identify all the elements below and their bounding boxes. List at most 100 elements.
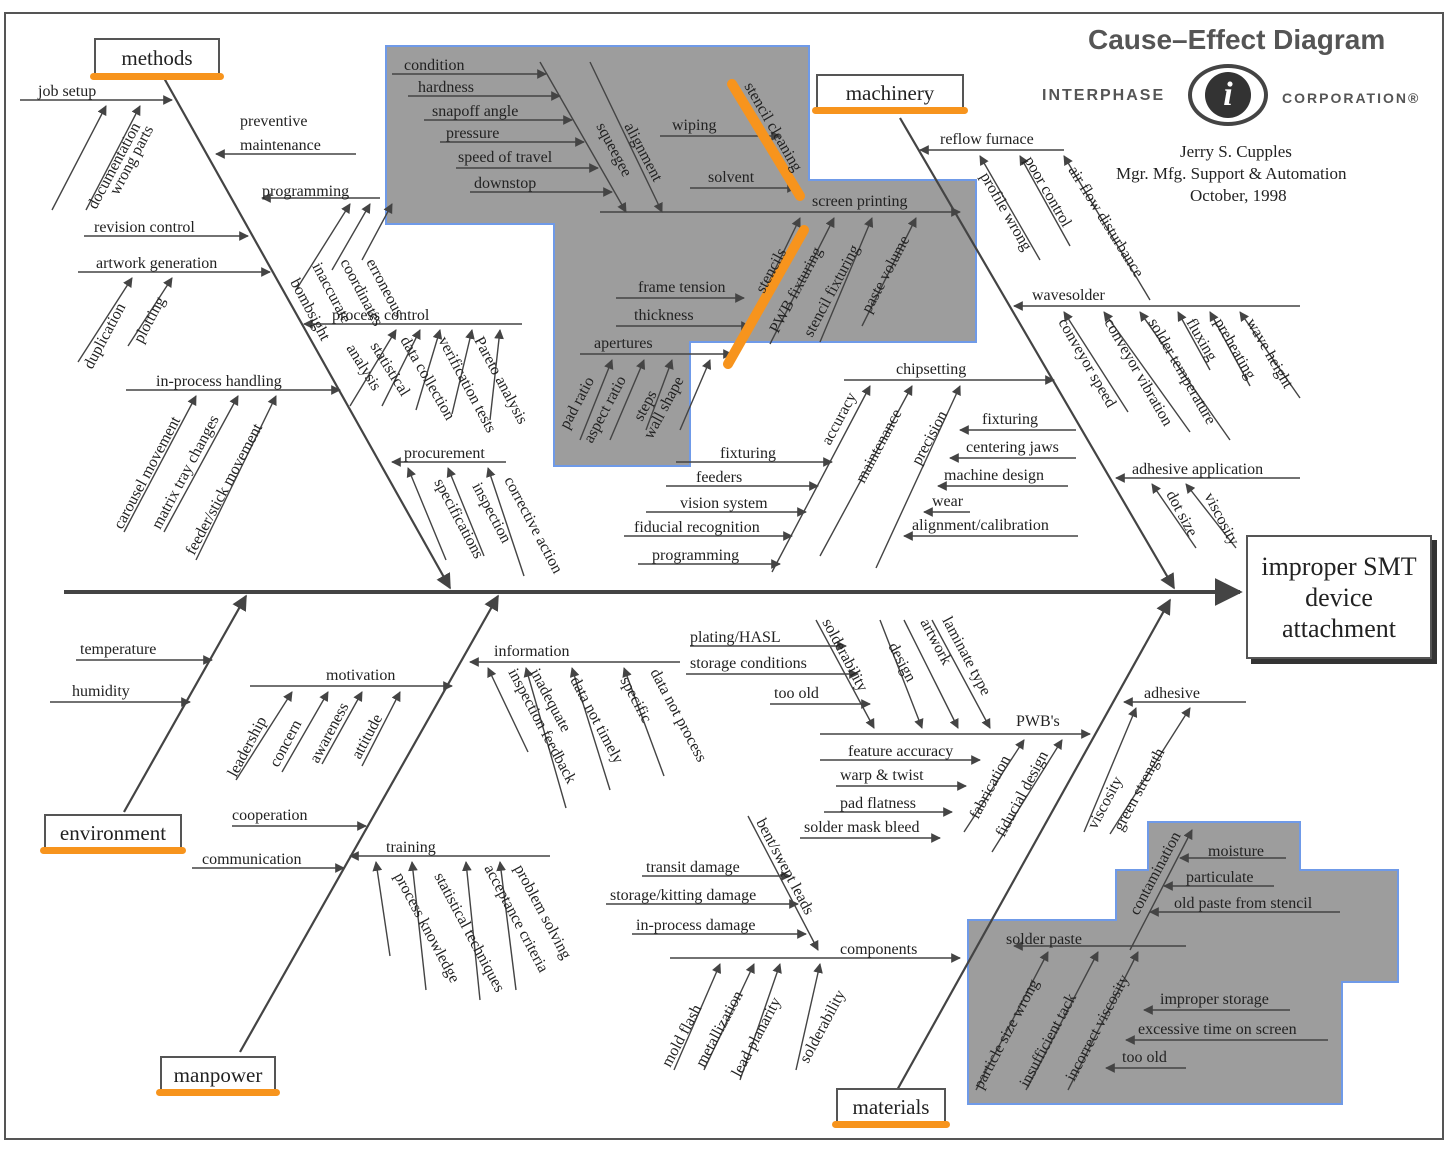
- cause-label-51: reflow furnace: [940, 131, 1034, 148]
- cause-label-5: programming: [262, 183, 349, 200]
- cause-label-31: pressure: [446, 125, 499, 142]
- cause-label-99: plating/HASL: [690, 629, 781, 646]
- cause-label-3: preventive: [240, 113, 308, 130]
- diagram-title: Cause–Effect Diagram: [1088, 24, 1386, 55]
- cause-label-65: precision: [909, 408, 952, 468]
- cause-label-88: training: [386, 839, 436, 856]
- cause-label-76: adhesive application: [1132, 461, 1263, 478]
- category-environment: environment: [40, 814, 186, 854]
- company-name-left: INTERPHASE: [1042, 87, 1166, 104]
- cause-label-93: information: [494, 643, 570, 660]
- cause-label-30: snapoff angle: [432, 103, 518, 120]
- cause-label-29: hardness: [418, 79, 474, 96]
- cause-label-117: storage/kitting damage: [610, 887, 756, 904]
- cause-label-72: feeders: [696, 469, 742, 486]
- effect-line-2: device: [1305, 583, 1373, 612]
- cause-label-85: attitude: [349, 712, 387, 762]
- shaded-region-solder-paste: [967, 821, 1399, 1105]
- cause-label-28: condition: [404, 57, 464, 74]
- cause-label-61: wave height: [1243, 316, 1297, 392]
- cause-label-101: too old: [774, 685, 819, 702]
- cause-label-135: too old: [1122, 1049, 1167, 1066]
- cause-label-32: speed of travel: [458, 149, 553, 166]
- cause-label-27: corrective action: [500, 474, 565, 576]
- cause-label-36: wiping: [672, 117, 716, 134]
- author-name: Jerry S. Cupples: [1180, 142, 1292, 161]
- interphase-logo: i: [1188, 64, 1268, 126]
- cause-label-133: improper storage: [1160, 991, 1269, 1008]
- cause-label-87: communication: [202, 851, 302, 868]
- cause-label-68: machine design: [944, 467, 1044, 484]
- cause-label-69: wear: [932, 493, 964, 510]
- shaded-region-screen-printing: [385, 45, 977, 467]
- cause-label-81: motivation: [326, 667, 395, 684]
- cause-label-118: in-process damage: [636, 917, 756, 934]
- cause-label-52: profile wrong: [977, 170, 1035, 254]
- cause-label-11: artwork generation: [96, 255, 217, 272]
- cause-label-75: programming: [652, 547, 739, 564]
- cause-label-78: viscosity: [1200, 490, 1242, 548]
- cause-label-24: procurement: [404, 445, 485, 462]
- cause-label-70: alignment/calibration: [912, 517, 1049, 534]
- cause-label-66: fixturing: [982, 411, 1038, 428]
- cause-label-107: feature accuracy: [848, 743, 953, 760]
- cause-label-73: vision system: [680, 495, 768, 512]
- cause-label-126: moisture: [1208, 843, 1264, 860]
- cause-label-96: data not timely: [566, 674, 626, 767]
- cause-label-110: solder mask bleed: [804, 819, 920, 836]
- cause-label-84: awareness: [307, 700, 353, 766]
- cause-label-120: components: [840, 941, 917, 958]
- cause-label-42: apertures: [594, 335, 653, 352]
- cause-label-41: thickness: [634, 307, 694, 324]
- cause-label-14: process control: [332, 307, 430, 324]
- cause-label-103: design: [884, 640, 919, 685]
- cause-label-134: excessive time on screen: [1138, 1021, 1297, 1038]
- cause-label-20: in-process handling: [156, 373, 282, 390]
- diagram-frame: [4, 12, 1444, 1140]
- cause-label-62: chipsetting: [896, 361, 966, 378]
- cause-label-128: old paste from stencil: [1174, 895, 1313, 912]
- cause-label-100: storage conditions: [690, 655, 807, 672]
- cause-label-13: plotting: [131, 294, 169, 346]
- cause-label-39: screen printing: [812, 193, 908, 210]
- cause-label-0: job setup: [37, 83, 96, 100]
- cause-label-106: PWB's: [1016, 713, 1060, 730]
- cause-label-129: solder paste: [1006, 931, 1082, 948]
- cause-label-37: solvent: [708, 169, 755, 186]
- highlight-stencil-cleaning: [727, 79, 805, 201]
- highlight-stencils: [723, 225, 809, 369]
- cause-label-67: centering jaws: [966, 439, 1059, 456]
- effect-line-3: attachment: [1281, 614, 1397, 643]
- cause-label-63: accuracy: [819, 390, 861, 448]
- cause-label-108: warp & twist: [840, 767, 924, 784]
- cause-label-33: downstop: [474, 175, 536, 192]
- cause-label-116: transit damage: [646, 859, 740, 876]
- author-role: Mgr. Mfg. Support & Automation: [1116, 164, 1347, 183]
- diagram-date: October, 1998: [1190, 186, 1287, 205]
- cause-label-124: solderability: [797, 987, 850, 1066]
- effect-line-1: improper SMT: [1261, 552, 1417, 581]
- category-machinery: machinery: [812, 74, 968, 114]
- cause-label-102: solderability: [818, 616, 871, 695]
- cause-label-98: data not process: [646, 666, 709, 765]
- cause-label-127: particulate: [1186, 869, 1254, 886]
- effect-box: improper SMT device attachment: [1246, 535, 1432, 659]
- cause-label-82: leadership: [225, 714, 271, 780]
- cause-label-74: fiducial recognition: [634, 519, 760, 536]
- cause-label-4: maintenance: [240, 137, 321, 154]
- category-materials: materials: [832, 1088, 950, 1128]
- cause-label-40: frame tension: [638, 279, 726, 296]
- cause-label-12: duplication: [81, 300, 130, 372]
- cause-label-109: pad flatness: [840, 795, 916, 812]
- cause-label-10: revision control: [94, 219, 195, 236]
- category-manpower: manpower: [156, 1056, 280, 1096]
- cause-label-80: humidity: [72, 683, 130, 700]
- cause-label-79: temperature: [80, 641, 156, 658]
- cause-label-113: adhesive: [1144, 685, 1200, 702]
- cause-label-86: cooperation: [232, 807, 308, 824]
- logo-letter: i: [1205, 72, 1251, 118]
- cause-label-64: maintenance: [853, 407, 906, 486]
- cause-label-83: concern: [267, 717, 306, 770]
- cause-label-53: poor control: [1021, 154, 1075, 231]
- company-name-right: CORPORATION®: [1282, 90, 1421, 106]
